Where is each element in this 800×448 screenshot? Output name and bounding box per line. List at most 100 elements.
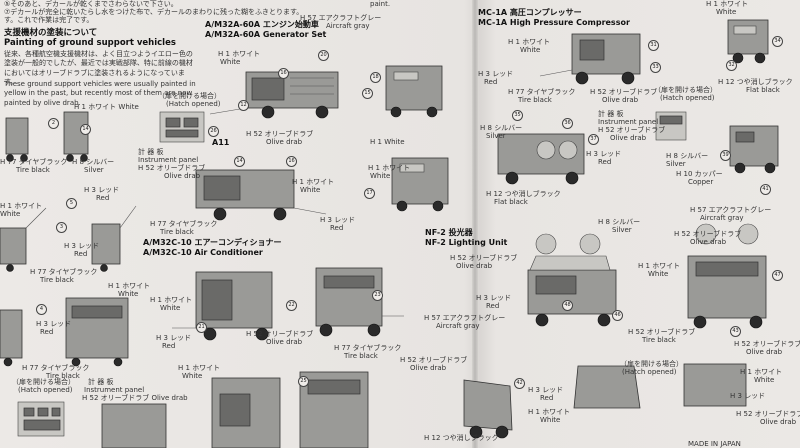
callout-olive-mc-2-en: Olive drab xyxy=(610,134,647,142)
callout-red-nf-3: H 3 レッド xyxy=(730,392,766,400)
lighting-unit-side xyxy=(527,233,617,327)
callout-white-2-en: White xyxy=(0,210,21,218)
compressor-title-jp: MC-1A 高圧コンプレッサー xyxy=(478,8,582,17)
part-number: 43 xyxy=(730,326,741,337)
callout-red-nf-2-en: Red xyxy=(540,394,554,402)
callout-silver-mc-2-en: Silver xyxy=(666,160,686,168)
callout-olive-nf-3: H 52 オリーブドラブ xyxy=(628,328,696,336)
footer-made-in: MADE IN JAPAN xyxy=(688,440,741,448)
callout-silver-nf: H 8 シルバー xyxy=(598,218,641,226)
label-a11: A11 xyxy=(212,138,230,147)
callout-panel-left-en: Instrument panel xyxy=(84,386,145,394)
generator-set-rear-2 xyxy=(391,157,449,212)
callout-panel-gen: 計 器 板 xyxy=(138,148,164,156)
callout-olive-nf-6-en: Olive drab xyxy=(760,418,797,426)
callout-white-gen-4: H 1 White xyxy=(370,138,405,146)
callout-red-gen-en: Red xyxy=(330,224,344,232)
air-conditioner-bottom xyxy=(211,371,369,448)
callout-red-1: H 3 レッド xyxy=(84,186,120,194)
callout-panel-mc: 計 器 板 xyxy=(598,110,624,118)
part-number: 14 xyxy=(80,124,91,135)
callout-red-mc: H 3 レッド xyxy=(478,70,514,78)
part-number: 21 xyxy=(196,322,207,333)
callout-panel-gen-en: Instrument panel xyxy=(138,156,199,164)
callout-white-mc-2-en: White xyxy=(716,8,737,16)
callout-copper-mc: H 10 カッパー xyxy=(676,170,723,178)
callout-panel-left: 計 器 板 xyxy=(88,378,114,386)
callout-silver-1-en: Silver xyxy=(84,166,104,174)
callout-olive-gen-2: H 52 オリーブドラブ xyxy=(138,164,206,172)
callout-tire-1: H 77 タイヤブラック xyxy=(0,158,68,166)
callout-red-nf-en: Red xyxy=(486,302,500,310)
gen-set-title-jp: A/M32A-60A エンジン始動車 xyxy=(205,20,319,29)
callout-tire-2: H 77 タイヤブラック xyxy=(30,268,98,276)
lighting-unit-bottom xyxy=(463,363,747,439)
callout-gray-nf-2-en: Aircraft gray xyxy=(700,214,744,222)
part-number: 2 xyxy=(48,118,59,129)
callout-white-mc-2: H 1 ホワイト xyxy=(706,0,749,8)
part-number: 42 xyxy=(514,378,525,389)
callout-olive-mc: H 52 オリーブドラブ xyxy=(590,88,658,96)
callout-white-nf-2-en: White xyxy=(648,270,669,278)
callout-olive-left: H 52 オリーブドラブ Olive drab xyxy=(82,394,188,402)
callout-flat-mc-2-en: Flat black xyxy=(494,198,528,206)
callout-olive-nf: H 52 オリーブドラブ xyxy=(450,254,518,262)
callout-copper-mc-en: Copper xyxy=(688,178,714,186)
callout-olive-gen-en: Olive drab xyxy=(266,138,303,146)
cart-left-3 xyxy=(0,297,129,367)
callout-tire-mc: H 77 タイヤブラック xyxy=(508,88,576,96)
callout-tire-gen: H 77 タイヤブラック xyxy=(150,220,218,228)
callout-gray-nf-en: Aircraft gray xyxy=(436,322,480,330)
header-line-1: ⑤そのあと、デカールが乾くまでさわらないで下さい。 xyxy=(4,0,178,8)
part-number: 22 xyxy=(286,300,297,311)
part-number: 16 xyxy=(278,68,289,79)
callout-white-3: H 1 ホワイト xyxy=(108,282,151,290)
callout-flat-mc-en: Flat black xyxy=(746,86,780,94)
callout-white-gen-2: H 1 ホワイト xyxy=(292,178,335,186)
callout-hatch-gen-en: (Hatch opened) xyxy=(166,100,221,108)
section-title-en: Painting of ground support vehicles xyxy=(4,38,176,48)
callout-red-nf-2: H 3 レッド xyxy=(528,386,564,394)
callout-tire-3: H 77 タイヤブラック xyxy=(22,364,90,372)
part-number: 5 xyxy=(66,198,77,209)
part-number: 31 xyxy=(648,40,659,51)
callout-tire-ac-en: Tire black xyxy=(344,352,378,360)
part-number: 36 xyxy=(562,118,573,129)
callout-olive-mc-en: Olive drab xyxy=(602,96,639,104)
callout-tire-ac: H 77 タイヤブラック xyxy=(334,344,402,352)
callout-silver-1: H 8 シルバー xyxy=(72,158,115,166)
callout-olive-gen-2-en: Olive drab xyxy=(164,172,201,180)
callout-red-2-en: Red xyxy=(74,250,88,258)
part-number: 12 xyxy=(238,100,249,111)
callout-hatch-left: （扉を開ける場合） xyxy=(12,378,75,386)
callout-tire-nf: Tire black xyxy=(642,336,676,344)
callout-white-gen-3-en: White xyxy=(370,172,391,180)
compressor-rear xyxy=(727,19,769,64)
callout-hatch-left-en: (Hatch opened) xyxy=(18,386,73,394)
part-number: 25 xyxy=(298,376,309,387)
callout-red-1-en: Red xyxy=(96,194,110,202)
callout-white-ac-2: H 1 ホワイト xyxy=(178,364,221,372)
generator-set-rear xyxy=(385,65,443,118)
part-number: 41 xyxy=(760,184,771,195)
callout-olive-nf-4: H 52 オリーブドラブ xyxy=(674,230,742,238)
callout-silver-mc: H 8 シルバー xyxy=(480,124,523,132)
callout-red-3: H 3 レッド xyxy=(36,320,72,328)
callout-red-gen: H 3 レッド xyxy=(320,216,356,224)
part-number: 26 xyxy=(208,126,219,137)
header-tail: paint. xyxy=(370,0,391,8)
lighting-title-jp: NF-2 投光器 xyxy=(425,228,473,237)
callout-panel-mc-en: Instrument panel xyxy=(598,118,659,126)
callout-silver-nf-en: Silver xyxy=(612,226,632,234)
callout-hatch-gen: （扉を開ける場合） xyxy=(158,92,221,100)
callout-white-2: H 1 ホワイト xyxy=(0,202,43,210)
callout-olive-nf-5: H 52 オリーブドラブ xyxy=(734,340,800,348)
part-number: 32 xyxy=(726,60,737,71)
callout-red-ac-en: Red xyxy=(162,342,176,350)
callout-flat-nf: H 12 つや消しブラック xyxy=(424,434,499,442)
generator-panel xyxy=(159,111,205,143)
callout-olive-nf-6: H 52 オリーブドラブ xyxy=(736,410,800,418)
compressor-side xyxy=(539,33,641,85)
callout-gray-gen-en: Aircraft gray xyxy=(326,22,370,30)
